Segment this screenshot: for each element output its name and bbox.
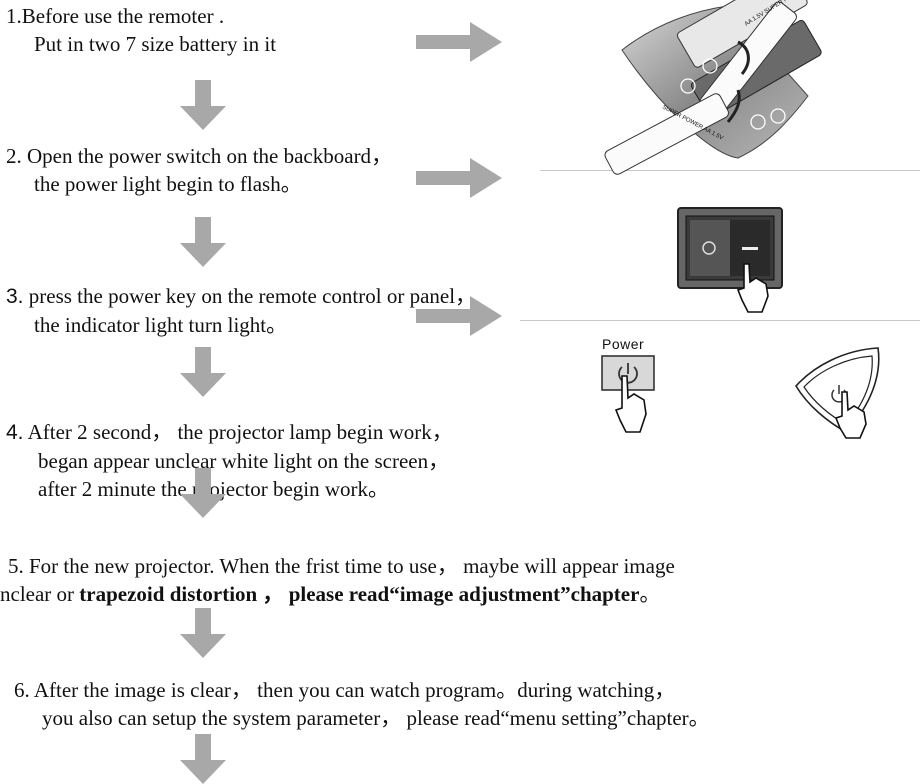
step-4-number: 4. bbox=[6, 421, 24, 444]
step-5-bold-read: please read“image adjustment”chapter bbox=[288, 582, 640, 606]
step-6-text: 6. After the image is clear， then you ca… bbox=[14, 676, 710, 732]
power-switch-illustration bbox=[677, 207, 783, 313]
minus-terminal-icon bbox=[702, 58, 718, 74]
step-3-text: 3. press the power key on the remote con… bbox=[6, 282, 476, 339]
down-arrow-icon bbox=[180, 217, 226, 267]
power-key-illustration: Power bbox=[600, 336, 660, 448]
step-5-line-1: 5. For the new projector. When the frist… bbox=[8, 554, 675, 578]
down-arrow-icon bbox=[180, 608, 226, 658]
remote-control-illustration bbox=[795, 347, 880, 439]
remote-battery-illustration: AA 1.5V SUPER POWER SUPER POWER AA 1.5V bbox=[604, 0, 822, 175]
finger-press-icon bbox=[834, 391, 867, 439]
step-2-line-1: 2. Open the power switch on the backboar… bbox=[6, 144, 372, 168]
step-1-line-2: Put in two 7 size battery in it bbox=[34, 32, 277, 56]
finger-press-icon bbox=[736, 263, 769, 313]
step-4-line-1: After 2 second， the projector lamp begin… bbox=[23, 420, 453, 444]
down-arrow-icon bbox=[180, 468, 226, 518]
right-arrow-icon bbox=[416, 22, 502, 62]
off-symbol-icon bbox=[702, 241, 716, 255]
step-4-line-3: after 2 minute the projector begin work。 bbox=[38, 477, 390, 501]
step-2-text: 2. Open the power switch on the backboar… bbox=[6, 142, 392, 198]
step-2-punct: ， bbox=[371, 144, 393, 168]
plus-terminal-icon bbox=[770, 108, 786, 124]
step-3-line-2: the indicator light turn light。 bbox=[34, 313, 288, 337]
step-5-bold-trapezoid: trapezoid distortion bbox=[79, 582, 258, 606]
step-3-line-1: press the power key on the remote contro… bbox=[23, 284, 456, 308]
right-arrow-icon bbox=[416, 158, 502, 198]
insert-arrow-icon bbox=[726, 89, 741, 123]
down-arrow-icon bbox=[180, 347, 226, 397]
step-2-line-2: the power light begin to flash。 bbox=[34, 172, 302, 196]
step-1-text: 1.Before use the remoter . Put in two 7 … bbox=[6, 2, 276, 58]
finger-press-icon bbox=[614, 375, 647, 433]
step-3-number: 3. bbox=[6, 285, 24, 308]
step-5-line-2: nclear or trapezoid distortion ， please … bbox=[0, 580, 675, 608]
step-6-line-2: you also can setup the system parameter，… bbox=[42, 706, 710, 730]
step-5-line-2-pre: nclear or bbox=[0, 582, 80, 606]
step-5-text: 5. For the new projector. When the frist… bbox=[0, 552, 675, 608]
insert-arrow-icon bbox=[737, 40, 750, 75]
step-5-bold-sep: ， bbox=[257, 582, 289, 606]
down-arrow-icon bbox=[180, 80, 226, 130]
on-symbol-icon bbox=[742, 247, 758, 250]
power-key-icon bbox=[601, 355, 655, 433]
divider-line bbox=[540, 170, 920, 171]
step-5-line-2-end: 。 bbox=[639, 582, 661, 606]
right-arrow-icon bbox=[416, 296, 502, 336]
step-4-line-2: began appear unclear white light on the … bbox=[38, 449, 450, 473]
step-4-text: 4. After 2 second， the projector lamp be… bbox=[6, 418, 453, 503]
plus-terminal-icon bbox=[680, 78, 696, 94]
down-arrow-icon bbox=[180, 734, 226, 784]
step-6-line-1: 6. After the image is clear， then you ca… bbox=[14, 678, 676, 702]
step-1-line-1: 1.Before use the remoter . bbox=[6, 4, 225, 28]
power-key-label: Power bbox=[602, 336, 645, 352]
minus-terminal-icon bbox=[750, 114, 766, 130]
divider-line bbox=[520, 320, 920, 321]
